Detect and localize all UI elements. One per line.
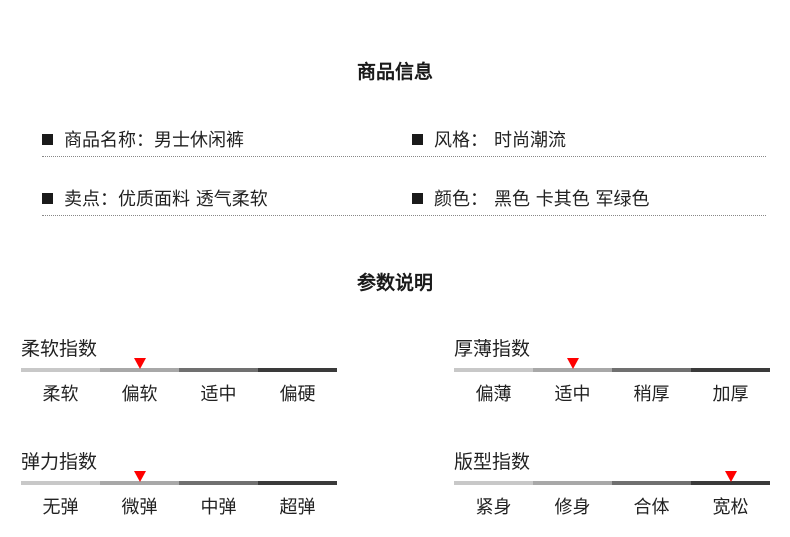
scale-segment (100, 481, 179, 485)
index-scale-bar (21, 481, 337, 485)
scale-segment (612, 368, 691, 372)
index-scale-bar (21, 368, 337, 372)
selected-level-marker-icon (133, 471, 146, 482)
index-title: 弹力指数 (21, 451, 98, 473)
index-level-label: 中弹 (200, 497, 237, 518)
product-name-label: 商品名称： (64, 130, 154, 151)
index-level-label: 稍厚 (633, 384, 670, 405)
scale-segment (179, 481, 258, 485)
index-level-label: 加厚 (712, 384, 749, 405)
color-item: 颜色： 黑色 卡其色 军绿色 (412, 185, 649, 211)
scale-segment (258, 368, 337, 372)
scale-segment (100, 368, 179, 372)
fit-index: 版型指数紧身 修身 合体 宽松 (454, 447, 770, 527)
index-level-label: 偏薄 (475, 384, 512, 405)
index-level-labels: 柔软 偏软 适中 偏硬 (21, 380, 337, 406)
index-level-label: 合体 (633, 497, 670, 518)
index-level-labels: 紧身 修身 合体 宽松 (454, 493, 770, 519)
square-bullet-icon (412, 192, 423, 204)
style-value: 时尚潮流 (494, 130, 566, 151)
selling-point-item: 卖点： 优质面料 透气柔软 (42, 185, 268, 211)
selling-point-label: 卖点： (64, 189, 118, 210)
info-row: 卖点： 优质面料 透气柔软 颜色： 黑色 卡其色 军绿色 (42, 185, 766, 216)
index-level-labels: 偏薄 适中 稍厚 加厚 (454, 380, 770, 406)
index-level-label: 修身 (554, 497, 591, 518)
index-level-label: 适中 (200, 384, 237, 405)
square-bullet-icon (42, 192, 53, 204)
index-level-label: 超弹 (279, 497, 316, 518)
scale-segment (691, 368, 770, 372)
index-level-label: 紧身 (475, 497, 512, 518)
index-level-label: 偏硬 (279, 384, 316, 405)
info-row: 商品名称： 男士休闲裤 风格： 时尚潮流 (42, 126, 766, 157)
product-name-value: 男士休闲裤 (154, 130, 244, 151)
index-level-label: 无弹 (42, 497, 79, 518)
scale-segment (691, 481, 770, 485)
parameters-title: 参数说明 (356, 272, 433, 294)
selected-level-marker-icon (566, 358, 579, 369)
square-bullet-icon (412, 133, 423, 145)
scale-segment (179, 368, 258, 372)
scale-segment (533, 481, 612, 485)
index-title: 厚薄指数 (454, 338, 531, 360)
scale-segment (612, 481, 691, 485)
index-title: 柔软指数 (21, 338, 98, 360)
selling-point-value: 优质面料 透气柔软 (118, 189, 268, 210)
selected-level-marker-icon (724, 471, 737, 482)
index-scale-bar (454, 368, 770, 372)
index-level-label: 适中 (554, 384, 591, 405)
index-level-label: 宽松 (712, 497, 749, 518)
index-title: 版型指数 (454, 451, 531, 473)
square-bullet-icon (42, 133, 53, 145)
softness-index: 柔软指数柔软 偏软 适中 偏硬 (21, 334, 337, 414)
scale-segment (258, 481, 337, 485)
index-scale-bar (454, 481, 770, 485)
index-level-label: 柔软 (42, 384, 79, 405)
index-level-label: 微弹 (121, 497, 158, 518)
scale-segment (21, 481, 100, 485)
product-name-item: 商品名称： 男士休闲裤 (42, 126, 244, 152)
scale-segment (21, 368, 100, 372)
color-value: 黑色 卡其色 军绿色 (494, 189, 650, 210)
scale-segment (533, 368, 612, 372)
elasticity-index: 弹力指数无弹 微弹 中弹 超弹 (21, 447, 337, 527)
index-level-label: 偏软 (121, 384, 158, 405)
scale-segment (454, 481, 533, 485)
style-item: 风格： 时尚潮流 (412, 126, 566, 152)
selected-level-marker-icon (133, 358, 146, 369)
product-info-title: 商品信息 (356, 61, 433, 83)
index-level-labels: 无弹 微弹 中弹 超弹 (21, 493, 337, 519)
color-label: 颜色： (434, 189, 488, 210)
thickness-index: 厚薄指数偏薄 适中 稍厚 加厚 (454, 334, 770, 414)
style-label: 风格： (434, 130, 488, 151)
scale-segment (454, 368, 533, 372)
